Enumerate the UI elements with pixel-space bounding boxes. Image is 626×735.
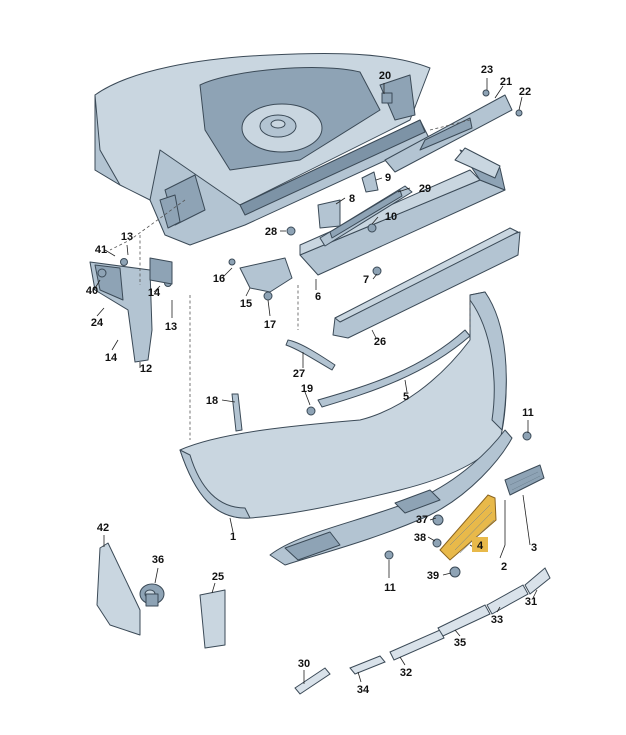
callout-36: 36 (152, 554, 164, 566)
callout-14-right: 14 (148, 287, 161, 299)
callout-9: 9 (385, 172, 391, 184)
callout-3: 3 (531, 542, 537, 554)
callout-38: 38 (414, 532, 426, 544)
callout-30: 30 (298, 658, 310, 670)
upper-side-bracket (384, 94, 513, 173)
callout-2: 2 (501, 561, 507, 573)
callout-34: 34 (357, 684, 370, 696)
callout-22: 22 (519, 86, 531, 98)
callout-12: 12 (140, 363, 152, 375)
center-bracket (228, 257, 293, 301)
fasteners (231, 89, 532, 578)
callout-25: 25 (212, 571, 224, 583)
callout-35: 35 (454, 637, 466, 649)
callout-1: 1 (230, 531, 236, 543)
callout-19: 19 (301, 383, 313, 395)
callout-20: 20 (379, 70, 391, 82)
callout-24: 24 (91, 317, 104, 329)
rear-diffuser (269, 429, 513, 566)
grille-insert-highlighted (439, 494, 497, 561)
callout-11-lower: 11 (384, 582, 396, 594)
callout-5: 5 (403, 391, 409, 403)
callout-32: 32 (400, 667, 412, 679)
left-bracket-assembly (89, 257, 173, 363)
callout-16: 16 (213, 273, 225, 285)
callout-13-upper: 13 (121, 231, 133, 243)
leader-lines (93, 78, 538, 684)
callout-labels: 1 2 3 4 5 6 7 8 9 10 11 11 12 13 13 14 1… (86, 64, 537, 696)
tape-roll (139, 583, 165, 607)
callout-28: 28 (265, 226, 277, 238)
side-grille (504, 464, 545, 496)
callout-10: 10 (385, 211, 397, 223)
protective-pad (199, 589, 226, 649)
bumper-cover (179, 291, 507, 519)
callout-33: 33 (491, 614, 503, 626)
callout-37: 37 (416, 514, 428, 526)
callout-18: 18 (206, 395, 218, 407)
callout-4-highlight (472, 537, 488, 552)
callout-21: 21 (500, 76, 512, 88)
callout-7: 7 (363, 274, 369, 286)
callout-27: 27 (293, 368, 305, 380)
callout-41: 41 (95, 244, 107, 256)
callout-17: 17 (264, 319, 276, 331)
callout-26: 26 (374, 336, 386, 348)
rear-body-shell (94, 52, 431, 246)
callout-14-left: 14 (105, 352, 118, 364)
callout-13-lower: 13 (165, 321, 177, 333)
mud-flap (96, 542, 141, 636)
callout-23: 23 (481, 64, 493, 76)
callout-29: 29 (419, 183, 431, 195)
callout-11-upper: 11 (522, 407, 534, 419)
callout-31: 31 (525, 596, 537, 608)
assembly-guides (109, 119, 471, 440)
callout-42: 42 (97, 522, 109, 534)
clip-strip (319, 185, 413, 247)
callout-40: 40 (86, 285, 98, 297)
callout-4: 4 (477, 540, 484, 552)
reinforcement-bar (332, 227, 521, 339)
callout-15: 15 (240, 298, 252, 310)
callout-8: 8 (349, 193, 355, 205)
callout-6: 6 (315, 291, 321, 303)
callout-39: 39 (427, 570, 439, 582)
protective-strips (294, 567, 551, 695)
